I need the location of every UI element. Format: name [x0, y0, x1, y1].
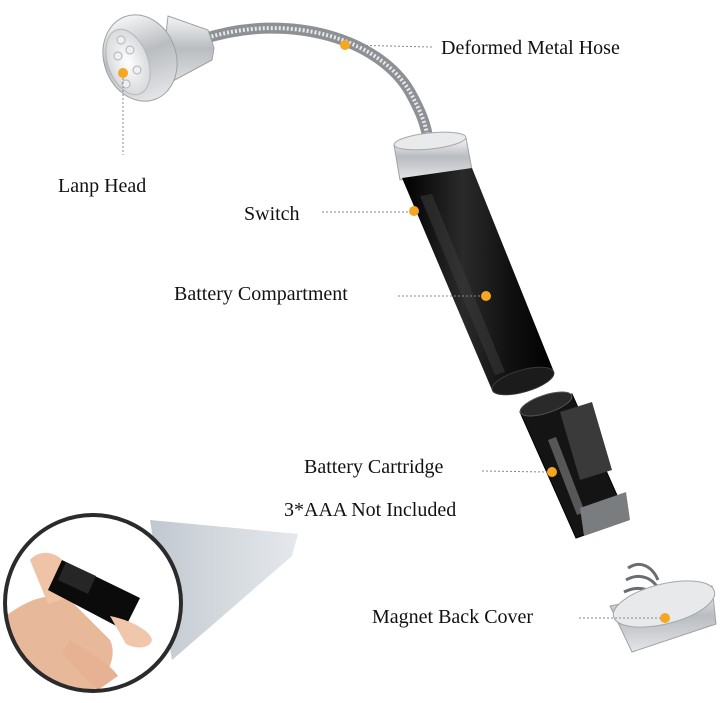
metal-hose	[194, 22, 434, 146]
magnet-back-cover	[609, 563, 717, 653]
lamp-head-marker	[118, 68, 128, 78]
magnet-cover-marker	[660, 613, 670, 623]
hand-inset	[3, 513, 183, 693]
switch-marker	[409, 206, 419, 216]
magnet-cover-label: Magnet Back Cover	[372, 606, 534, 628]
battery-cartridge-label: Battery Cartridge	[304, 456, 444, 478]
battery-compartment-label: Battery Compartment	[174, 283, 348, 305]
lamp-head	[102, 14, 215, 102]
leader-lines	[122, 44, 662, 619]
inset-beam	[150, 520, 298, 660]
battery-cartridge-marker	[547, 467, 557, 477]
battery-cartridge	[519, 391, 630, 539]
switch-label: Switch	[244, 203, 300, 225]
battery-note-label: 3*AAA Not Included	[284, 499, 457, 521]
battery-compartment-marker	[481, 291, 491, 301]
callout-markers	[118, 40, 670, 623]
hose-marker	[340, 40, 350, 50]
hose-label: Deformed Metal Hose	[441, 37, 620, 59]
battery-compartment-tube	[402, 168, 555, 396]
lamp-head-label: Lanp Head	[58, 175, 147, 197]
